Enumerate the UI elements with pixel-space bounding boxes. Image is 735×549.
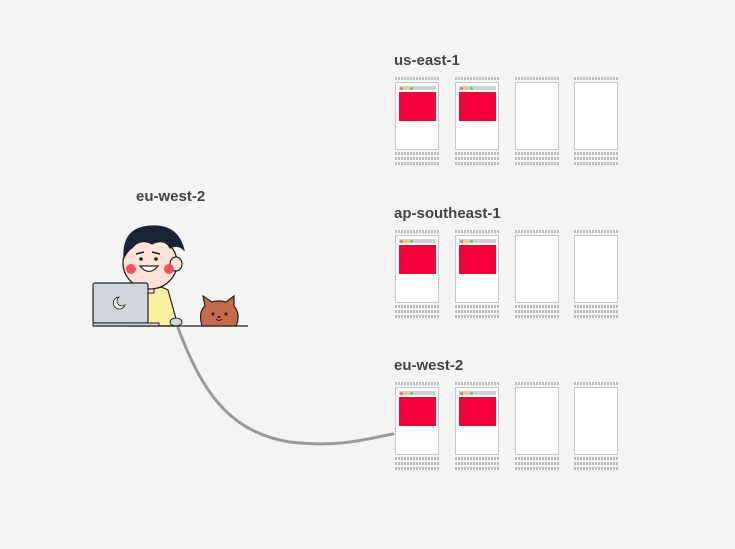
window-bar (399, 391, 436, 395)
server-vent (574, 457, 618, 474)
server-body (455, 387, 499, 455)
minimize-dot-icon (405, 87, 408, 90)
server-vent (395, 152, 439, 169)
server-body (515, 387, 559, 455)
server-rack (395, 382, 439, 474)
close-dot-icon (400, 392, 403, 395)
server-vent (574, 382, 618, 387)
server-vent (455, 305, 499, 322)
server-rack (574, 230, 618, 322)
server-body (455, 82, 499, 150)
minimize-dot-icon (405, 392, 408, 395)
server-rack (515, 77, 559, 169)
active-app-screen (459, 92, 496, 121)
minimize-dot-icon (465, 392, 468, 395)
active-app-screen (459, 397, 496, 426)
server-body (395, 235, 439, 303)
server-vent (455, 77, 499, 82)
server-rack (395, 77, 439, 169)
window-bar (399, 86, 436, 90)
server-vent (455, 152, 499, 169)
minimize-dot-icon (465, 87, 468, 90)
active-app-screen (459, 245, 496, 274)
server-vent (395, 305, 439, 322)
server-rack (395, 230, 439, 322)
server-vent (515, 77, 559, 82)
window-bar (459, 86, 496, 90)
server-body (395, 82, 439, 150)
server-vent (515, 457, 559, 474)
minimize-dot-icon (405, 240, 408, 243)
server-vent (515, 230, 559, 235)
server-rack (515, 382, 559, 474)
window-bar (399, 239, 436, 243)
developer-region-label: eu-west-2 (136, 188, 206, 205)
close-dot-icon (460, 392, 463, 395)
server-body (515, 82, 559, 150)
close-dot-icon (460, 87, 463, 90)
region-label: us-east-1 (394, 52, 460, 69)
server-rack (455, 230, 499, 322)
server-vent (395, 382, 439, 387)
server-body (574, 235, 618, 303)
server-rack (455, 382, 499, 474)
window-bar (459, 391, 496, 395)
server-vent (515, 382, 559, 387)
server-vent (395, 77, 439, 82)
server-rack (574, 77, 618, 169)
server-vent (395, 457, 439, 474)
server-body (515, 235, 559, 303)
server-body (574, 82, 618, 150)
active-app-screen (399, 397, 436, 426)
server-rack (515, 230, 559, 322)
developer-illustration (92, 225, 248, 327)
server-body (574, 387, 618, 455)
server-body (395, 387, 439, 455)
server-rack (455, 77, 499, 169)
maximize-dot-icon (470, 87, 473, 90)
server-vent (455, 457, 499, 474)
close-dot-icon (460, 240, 463, 243)
server-body (455, 235, 499, 303)
server-vent (515, 152, 559, 169)
server-vent (574, 77, 618, 82)
active-app-screen (399, 92, 436, 121)
server-rack (574, 382, 618, 474)
close-dot-icon (400, 240, 403, 243)
server-vent (574, 152, 618, 169)
region-label: eu-west-2 (394, 357, 464, 374)
region-label: ap-southeast-1 (394, 205, 501, 222)
server-vent (574, 305, 618, 322)
minimize-dot-icon (465, 240, 468, 243)
active-app-screen (399, 245, 436, 274)
maximize-dot-icon (410, 392, 413, 395)
server-vent (574, 230, 618, 235)
server-vent (455, 230, 499, 235)
server-vent (455, 382, 499, 387)
window-bar (459, 239, 496, 243)
close-dot-icon (400, 87, 403, 90)
maximize-dot-icon (410, 240, 413, 243)
server-vent (395, 230, 439, 235)
maximize-dot-icon (410, 87, 413, 90)
maximize-dot-icon (470, 392, 473, 395)
maximize-dot-icon (470, 240, 473, 243)
server-vent (515, 305, 559, 322)
